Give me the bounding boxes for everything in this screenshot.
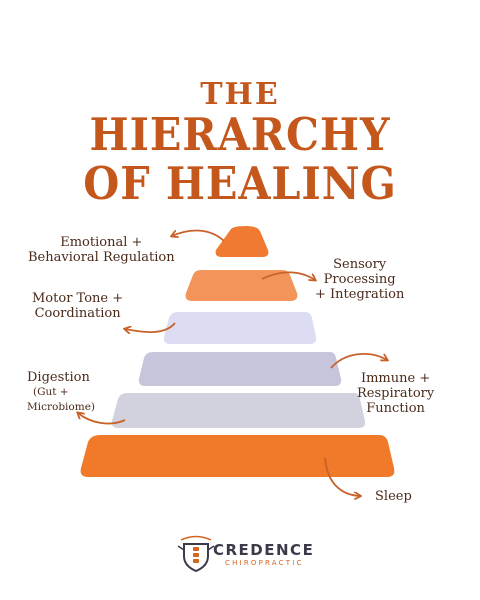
label-motor: Motor Tone + Coordination — [32, 291, 123, 321]
label-immune-line1: Immune + — [360, 371, 431, 386]
title-hierarchy: HIERARCHY — [89, 108, 391, 161]
label-sensory-line3: + Integration — [315, 287, 405, 302]
arrow-sleep — [324, 457, 360, 496]
label-sleep-line1: Sleep — [375, 489, 412, 504]
label-digestion-line3: Microbiome) — [27, 401, 95, 413]
label-emotional-line1: Emotional + — [60, 235, 143, 250]
arrow-sensory — [261, 271, 315, 280]
arrow-digestion — [78, 413, 126, 425]
label-emotional: Emotional + Behavioral Regulation — [28, 235, 175, 265]
arrow-immune — [330, 353, 387, 369]
title-of-healing: OF HEALING — [83, 157, 397, 210]
label-digestion-line2: (Gut + — [33, 386, 69, 398]
shield-spine-icon — [177, 535, 215, 573]
level-sensory-shape — [185, 270, 298, 301]
label-digestion: Digestion (Gut + Microbiome) — [27, 370, 95, 415]
level-sleep-shape — [80, 435, 395, 477]
label-immune-line2: Respiratory — [357, 386, 435, 401]
level-motor-shape — [163, 312, 317, 344]
arrow-motor — [125, 322, 176, 332]
level-immune-shape — [138, 352, 342, 386]
level-digestion-shape — [111, 393, 366, 428]
label-motor-line1: Motor Tone + — [32, 291, 124, 306]
label-immune: Immune + Respiratory Function — [357, 371, 434, 416]
label-sensory: Sensory Processing + Integration — [315, 257, 404, 302]
logo-sub: CHIROPRACTIC — [225, 559, 304, 567]
arrow-emotional — [172, 229, 225, 242]
label-sensory-line2: Processing — [323, 272, 396, 287]
label-emotional-line2: Behavioral Regulation — [28, 250, 175, 265]
title-the: THE — [200, 77, 280, 112]
label-digestion-line1: Digestion — [27, 370, 90, 385]
level-emotional-shape — [215, 226, 269, 257]
logo-brand: CREDENCE — [213, 541, 315, 559]
label-motor-line2: Coordination — [34, 306, 121, 321]
label-sleep: Sleep — [375, 489, 412, 504]
label-immune-line3: Function — [366, 401, 425, 416]
credence-logo — [177, 535, 215, 573]
label-sensory-line1: Sensory — [333, 257, 387, 272]
